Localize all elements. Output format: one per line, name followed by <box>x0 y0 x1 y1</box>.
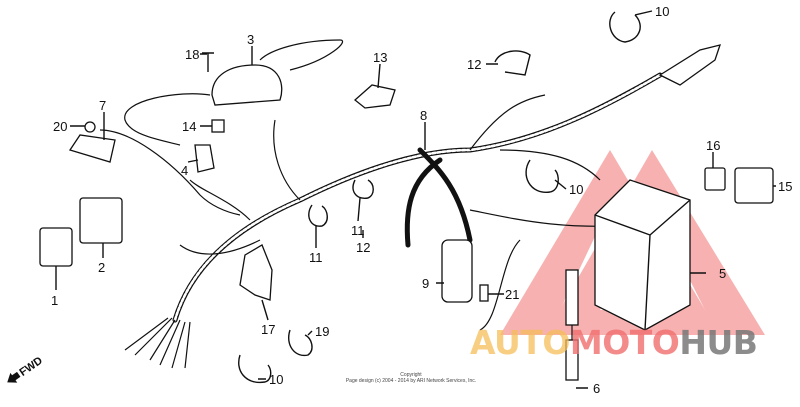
callout-2: 2 <box>98 260 105 275</box>
spark-plug-cap-4 <box>194 144 215 173</box>
forward-direction-indicator: FWD <box>7 355 45 383</box>
main-wire-harness <box>99 39 663 381</box>
arrow-left-icon <box>7 371 21 383</box>
callout-10-mid: 10 <box>569 182 583 197</box>
callout-6: 6 <box>593 381 600 396</box>
callout-8: 8 <box>420 108 427 123</box>
callout-19: 19 <box>315 324 329 339</box>
battery-5 <box>594 179 691 331</box>
callout-18: 18 <box>185 47 199 62</box>
watermark-text: AUTOMOTOHUB <box>470 323 758 362</box>
callout-17: 17 <box>261 322 275 337</box>
callout-10-bottom: 10 <box>269 372 283 387</box>
copyright-text: Page design (c) 2004 - 2014 by ARI Netwo… <box>345 378 477 384</box>
copyright-notice: Copyright Page design (c) 2004 - 2014 by… <box>316 372 506 384</box>
parts <box>39 11 774 384</box>
bracket-17 <box>239 244 273 301</box>
callout-10-top: 10 <box>655 4 669 19</box>
watermark-moto: MOTO <box>569 323 680 362</box>
fwd-label: FWD <box>17 355 44 379</box>
callout-11-b: 11 <box>351 223 365 238</box>
callout-9: 9 <box>422 276 429 291</box>
watermark-hub: HUB <box>679 323 758 362</box>
clamp-10-top <box>609 11 641 43</box>
clamp-10-bottom <box>238 354 272 384</box>
clamp-11-b <box>352 179 374 199</box>
tube-6 <box>565 269 579 326</box>
fuse-box-9 <box>441 239 473 303</box>
regulator-7 <box>68 134 116 163</box>
callout-12-b: 12 <box>356 240 370 255</box>
clamp-10-mid <box>525 159 559 193</box>
callout-15: 15 <box>778 179 792 194</box>
clamp-11-a <box>308 204 328 227</box>
cap-14 <box>211 119 225 133</box>
callout-14: 14 <box>182 119 196 134</box>
callout-12-a: 12 <box>467 57 481 72</box>
bolt-18 <box>202 52 214 72</box>
main-connector <box>658 44 721 86</box>
callout-7: 7 <box>99 98 106 113</box>
copyright-title: Copyright <box>400 372 422 378</box>
callout-13: 13 <box>373 50 387 65</box>
callout-21: 21 <box>505 287 519 302</box>
clamp-12 <box>494 50 531 76</box>
callout-1: 1 <box>51 293 58 308</box>
leader-lines <box>55 10 776 389</box>
cdi-unit-2 <box>79 197 123 244</box>
callout-20: 20 <box>53 119 67 134</box>
callout-5: 5 <box>719 266 726 281</box>
callout-3: 3 <box>247 32 254 47</box>
callout-16: 16 <box>706 138 720 153</box>
bracket-13 <box>353 84 396 109</box>
bolt-20 <box>84 121 96 133</box>
callout-4: 4 <box>181 163 188 178</box>
callout-11-a: 11 <box>309 250 323 265</box>
clamp-19 <box>288 329 313 357</box>
relay-1 <box>39 227 73 267</box>
flasher-relay-15 <box>734 167 774 204</box>
callout-labels: 1 2 3 4 5 6 7 8 9 10 10 10 11 11 12 12 1… <box>51 4 792 396</box>
fuse-21 <box>479 284 489 302</box>
ignition-coil-3 <box>211 64 283 106</box>
watermark-auto: AUTO <box>470 323 570 362</box>
connector-16 <box>704 167 726 191</box>
